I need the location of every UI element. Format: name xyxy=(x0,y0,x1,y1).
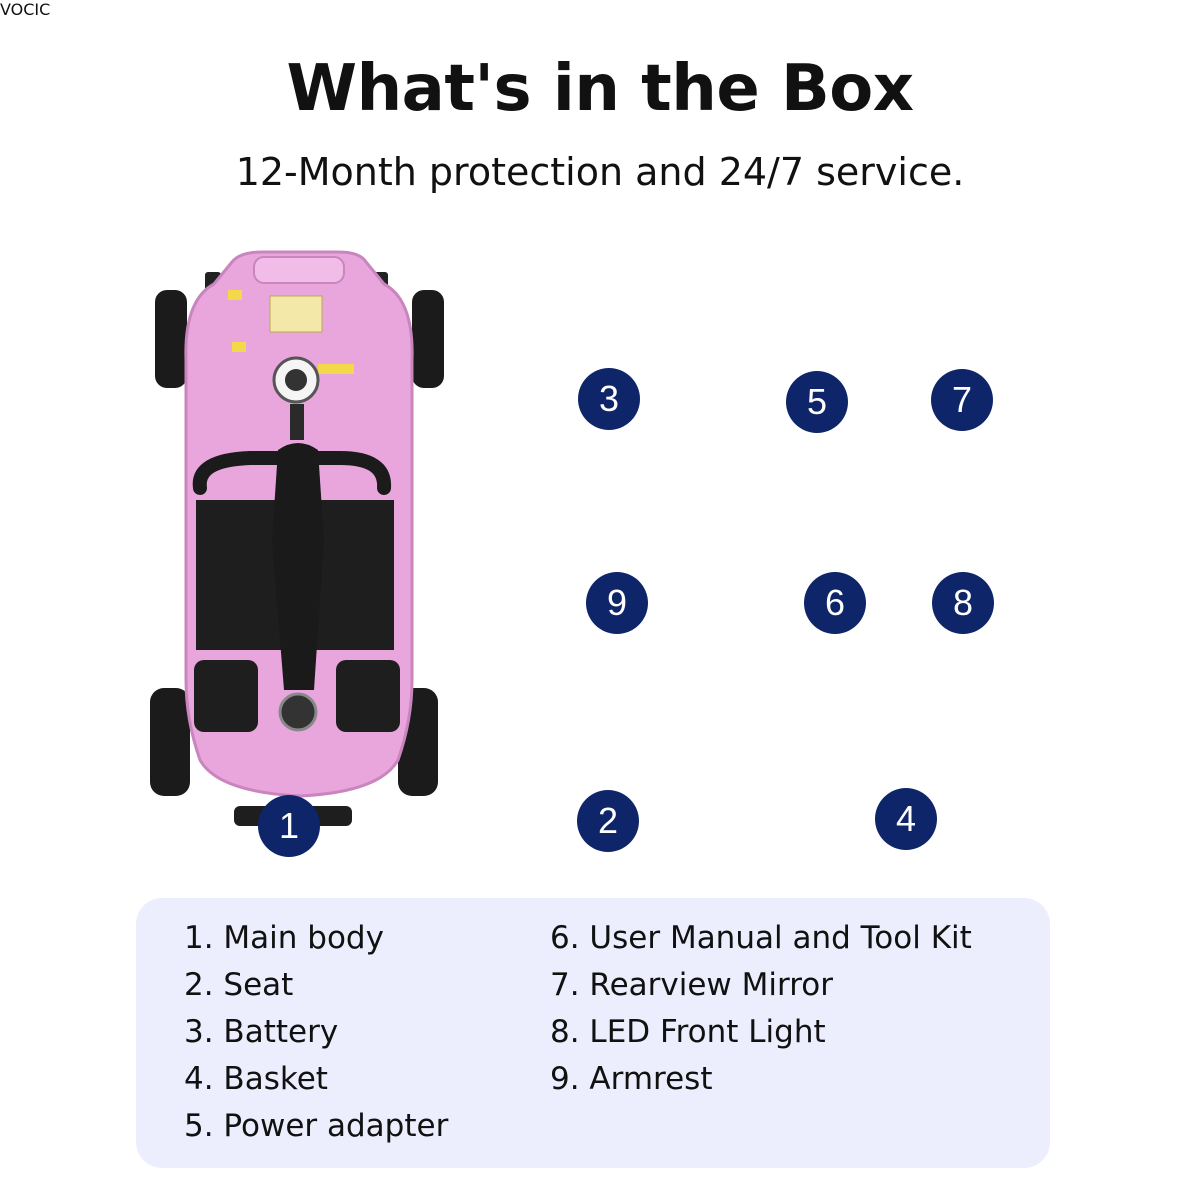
page-subtitle: 12-Month protection and 24/7 service. xyxy=(235,150,965,194)
badge-basket: 4 xyxy=(875,788,937,850)
legend-column-right: 6. User Manual and Tool Kit 7. Rearview … xyxy=(550,915,972,1103)
badge-armrest: 9 xyxy=(586,572,648,634)
legend-item: 6. User Manual and Tool Kit xyxy=(550,920,972,956)
legend-item: 2. Seat xyxy=(184,967,294,1003)
legend-item: 3. Battery xyxy=(184,1014,339,1050)
legend-item: 8. LED Front Light xyxy=(550,1014,826,1050)
seat-image: VOCIC xyxy=(0,0,51,19)
legend-column-left: 1. Main body 2. Seat 3. Battery 4. Baske… xyxy=(184,915,448,1150)
contents-legend: 1. Main body 2. Seat 3. Battery 4. Baske… xyxy=(136,898,1050,1168)
badge-seat: 2 xyxy=(577,790,639,852)
page-title: What's in the Box xyxy=(286,52,914,126)
badge-battery: 3 xyxy=(578,368,640,430)
legend-item: 4. Basket xyxy=(184,1061,328,1097)
badge-manual-toolkit: 6 xyxy=(804,572,866,634)
legend-item: 1. Main body xyxy=(184,920,384,956)
legend-item: 5. Power adapter xyxy=(184,1108,449,1144)
product-illustrations xyxy=(150,250,444,826)
legend-item: 7. Rearview Mirror xyxy=(550,967,833,1003)
badge-power-adapter: 5 xyxy=(786,371,848,433)
legend-item: 9. Armrest xyxy=(550,1061,713,1097)
badge-mirror: 7 xyxy=(931,369,993,431)
main-body-image xyxy=(150,250,444,826)
badge-front-light: 8 xyxy=(932,572,994,634)
badge-main-body: 1 xyxy=(258,795,320,857)
